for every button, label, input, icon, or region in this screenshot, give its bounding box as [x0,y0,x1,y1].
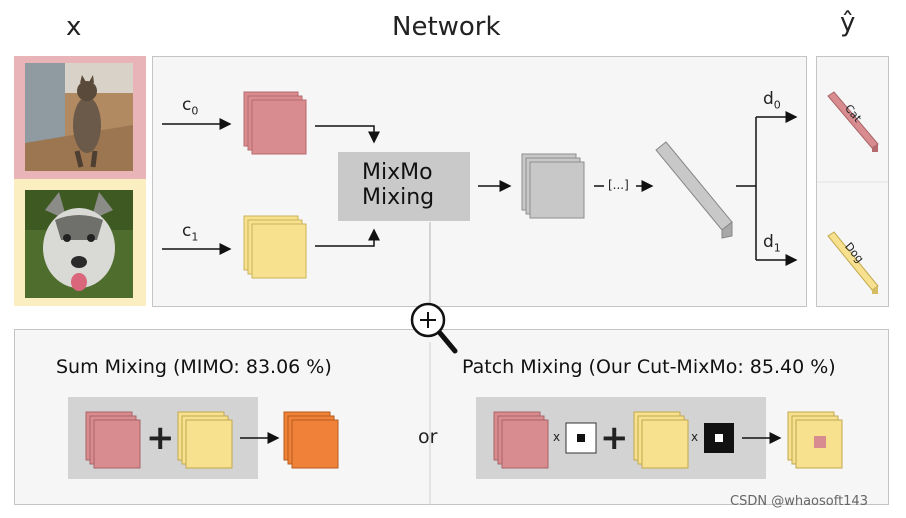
watermark: CSDN @whaosoft143 [730,494,868,509]
output-bar-dog [827,231,879,294]
mixmo-mixing-line2: Mixing [362,185,435,210]
patch-result-cube [787,411,843,469]
patch-cube-yellow [633,411,689,469]
sum-cube-yellow [177,411,233,469]
mixmo-mixing-block [338,152,470,221]
output-label-d1: d1 [763,232,781,255]
cat-photo [25,63,133,171]
feature-cube-c0 [243,91,307,155]
yhat-header: ŷ [840,8,856,38]
feature-cube-c1 [243,215,307,279]
patch-times-2: x [691,430,699,444]
magnifier-icon [410,302,458,354]
mixed-feature-cube [521,153,585,219]
dense-layer-bar [655,141,733,239]
mixmo-mixing-line1: MixMo [362,160,433,185]
output-bar-cat [827,91,879,152]
input-label-c0: c0 [182,95,199,118]
output-label-d0: d0 [763,89,781,112]
sum-mixing-title: Sum Mixing (MIMO: 83.06 %) [56,356,332,378]
patch-cube-pink [493,411,549,469]
input-label-c1: c1 [182,221,199,244]
mask-black [704,423,734,453]
dog-photo [25,190,133,298]
patch-mixing-title: Patch Mixing (Our Cut-MixMo: 85.40 %) [462,356,836,378]
sum-plus: + [146,418,175,458]
patch-plus: + [600,418,629,458]
sum-cube-pink [85,411,141,469]
network-header: Network [392,12,501,42]
arrow-c0-to-mix [315,125,380,144]
ellipsis-label: [...] [608,178,629,192]
x-header: x [66,12,82,42]
or-label: or [418,426,438,448]
patch-times-1: x [553,430,561,444]
arrow-c1-to-mix [315,228,380,247]
mask-white [565,422,597,454]
sum-result-cube [283,411,339,469]
